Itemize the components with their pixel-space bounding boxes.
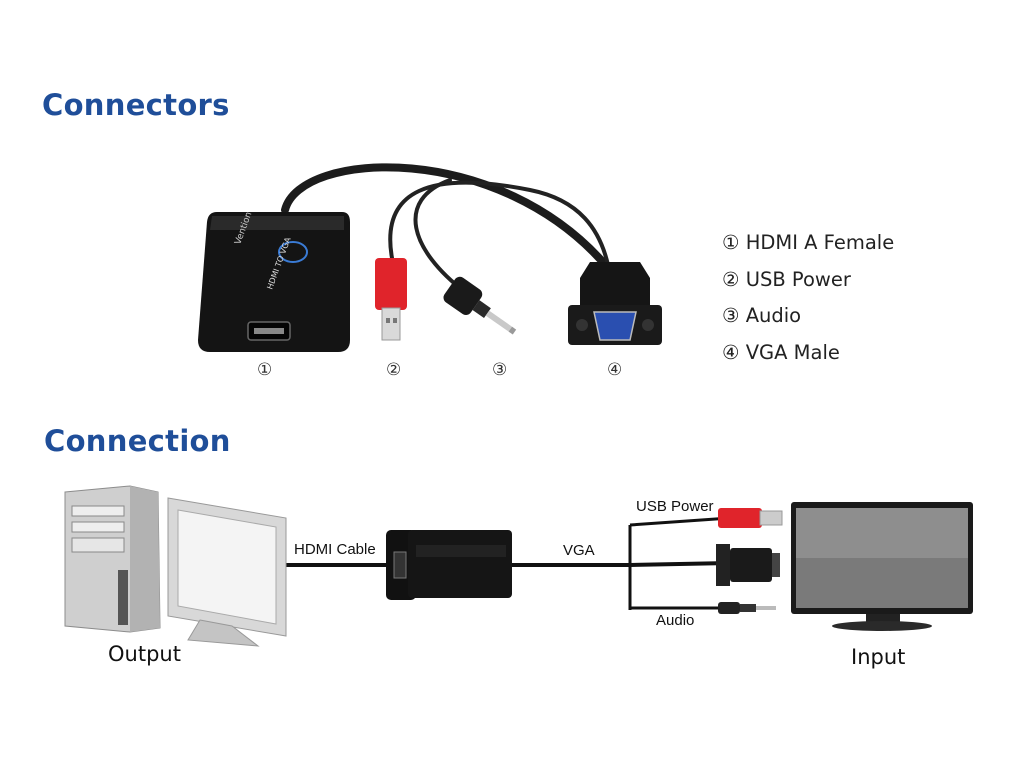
diagram-adapter: [386, 530, 512, 600]
output-label: Output: [108, 642, 181, 666]
legend-mark: ④: [722, 340, 740, 364]
pc-tower: [64, 485, 161, 633]
legend-item-usb: ② USB Power: [722, 267, 894, 304]
audio-plug: [443, 276, 517, 335]
legend-label: Audio: [745, 304, 802, 327]
legend-mark: ③: [722, 304, 740, 327]
connector-number-3: ③: [492, 360, 508, 380]
legend-item-hdmi: ① HDMI A Female: [722, 230, 894, 267]
hdmi-cable-label: HDMI Cable: [294, 541, 376, 558]
diagram-audio-plug: [718, 602, 776, 614]
vga-plug: [568, 262, 662, 345]
legend-label: USB Power: [745, 267, 851, 291]
legend-item-vga: ④ VGA Male: [722, 340, 894, 377]
connection-heading: Connection: [44, 424, 231, 458]
legend-label: HDMI A Female: [745, 231, 895, 254]
adapter-cables: [281, 163, 612, 294]
connection-cables: [286, 516, 731, 610]
diagram-usb-plug: [718, 508, 783, 528]
input-label: Input: [851, 645, 906, 669]
diagram-vga-plug: [716, 544, 780, 586]
connector-number-2: ②: [386, 360, 402, 380]
connector-legend: ① HDMI A Female ② USB Power ③ Audio ④ VG…: [722, 230, 894, 376]
usb-plug: [375, 258, 407, 341]
input-tv: [791, 502, 973, 631]
usb-power-label: USB Power: [636, 498, 714, 515]
legend-mark: ②: [722, 267, 740, 291]
output-monitor: [167, 497, 287, 647]
connectors-heading: Connectors: [42, 88, 230, 122]
legend-mark: ①: [722, 231, 740, 254]
connector-number-1: ①: [257, 360, 273, 380]
connector-number-4: ④: [607, 360, 623, 380]
vga-label: VGA: [563, 542, 595, 559]
audio-label: Audio: [656, 612, 695, 629]
legend-item-audio: ③ Audio: [722, 303, 894, 340]
adapter-box: Vention HDMI TO VGA: [198, 211, 350, 352]
legend-label: VGA Male: [745, 340, 840, 364]
